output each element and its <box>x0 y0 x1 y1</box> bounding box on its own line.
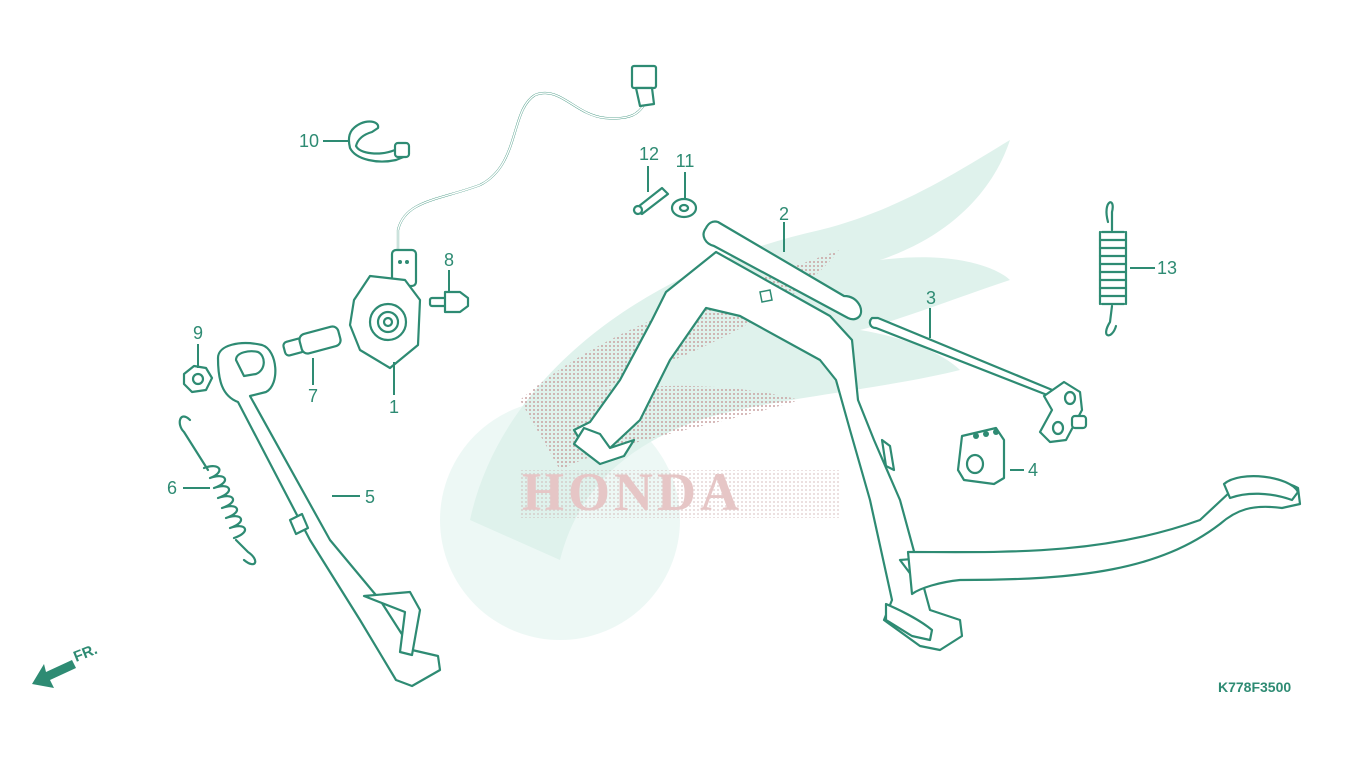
callout-4: 4 <box>1028 460 1038 480</box>
part-11-washer <box>670 197 698 219</box>
part-3-shaft <box>868 316 1088 444</box>
part-13-spring <box>1098 201 1128 337</box>
part-8-bolt <box>428 290 470 314</box>
diagram-code: K778F3500 <box>1218 679 1291 695</box>
callout-1: 1 <box>389 397 399 417</box>
callout-7: 7 <box>308 386 318 406</box>
front-direction-arrow: FR. <box>32 641 100 688</box>
part-5-side-stand <box>216 341 442 688</box>
callout-2: 2 <box>779 204 789 224</box>
callout-9: 9 <box>193 323 203 343</box>
part-9-nut <box>182 364 214 394</box>
part-6-spring <box>178 415 257 566</box>
callout-11: 11 <box>676 151 695 171</box>
part-4-rubber <box>956 426 1006 486</box>
part-7-collar <box>282 325 342 357</box>
front-marker-label: FR. <box>71 641 100 666</box>
callout-12: 12 <box>639 144 659 164</box>
part-10-clamp <box>347 120 411 163</box>
watermark-text: HONDA <box>522 462 743 522</box>
part-12-pin <box>632 186 670 216</box>
callout-3: 3 <box>926 288 936 308</box>
callout-5: 5 <box>365 487 375 507</box>
callout-13: 13 <box>1157 258 1177 278</box>
callout-6: 6 <box>167 478 177 498</box>
leader-lines <box>183 140 1155 497</box>
callout-8: 8 <box>444 250 454 270</box>
callout-labels: 1 2 3 4 5 6 7 8 9 10 11 12 13 <box>167 131 1177 507</box>
part-2-main-stand <box>572 220 1302 652</box>
part-1-sensor <box>348 64 658 370</box>
callout-10: 10 <box>299 131 319 151</box>
